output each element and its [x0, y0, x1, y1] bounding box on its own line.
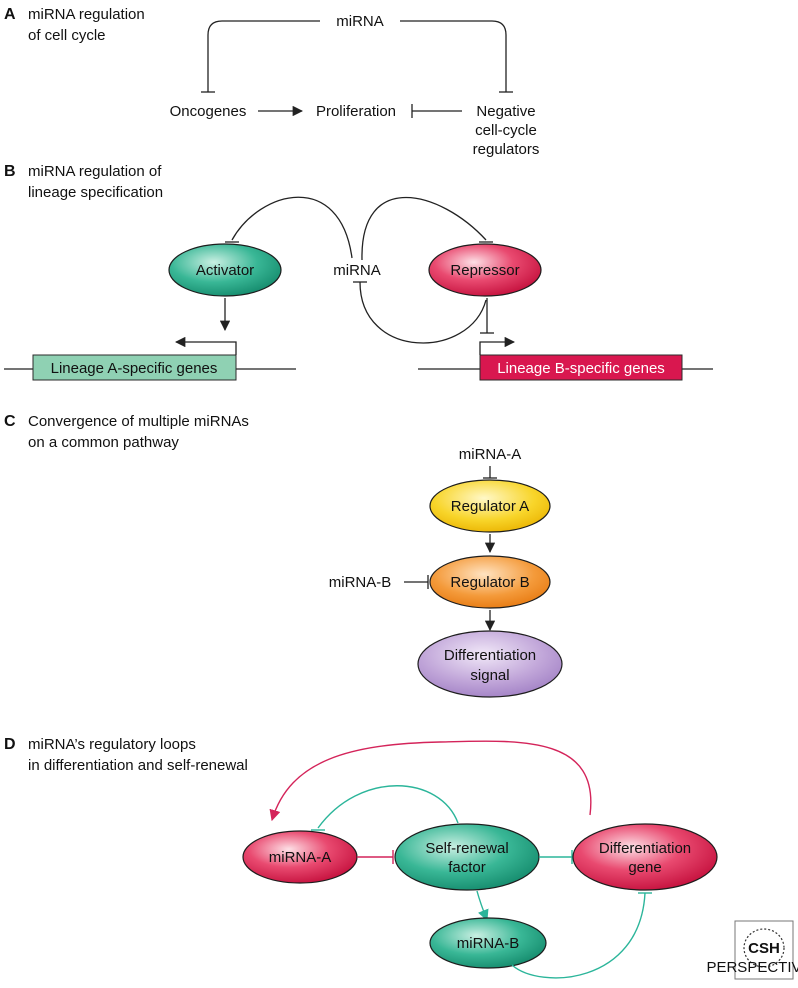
panel-c-title-line2: on a common pathway: [28, 434, 179, 451]
panel-a: A miRNA regulation of cell cycle miRNA O…: [4, 6, 539, 158]
panel-d-mirna-b-label: miRNA-B: [457, 935, 520, 952]
panel-d-title-line1: miRNA’s regulatory loops: [28, 736, 196, 753]
panel-d-mirna-b-to-differentiation-inhibition: [511, 892, 646, 979]
panel-c-differentiation-line1: Differentiation: [444, 647, 536, 664]
panel-b-gene-b-label: Lineage B-specific genes: [497, 360, 665, 377]
panel-d-self-renewal-line1: Self-renewal: [425, 840, 508, 857]
panel-b-gene-a-label: Lineage A-specific genes: [51, 360, 218, 377]
panel-d-self-renewal-node: [394, 823, 540, 891]
panel-c-regulator-a-label: Regulator A: [451, 498, 529, 515]
panel-b-activator-label: Activator: [196, 262, 254, 279]
panel-b-mirna-label: miRNA: [333, 262, 381, 279]
panel-c-differentiation-line2: signal: [470, 667, 509, 684]
panel-b-mirna-to-repressor-inhibition: [361, 196, 487, 261]
panel-c-regulator-b-label: Regulator B: [450, 574, 529, 591]
logo-sub-text: PERSPECTIVES: [706, 959, 798, 976]
logo-main-text: CSH: [748, 940, 780, 957]
panel-a-proliferation: Proliferation: [316, 103, 396, 120]
panel-b-repressor-node: [428, 243, 542, 297]
panel-b-gene-b-box: [479, 354, 683, 381]
panel-a-negative-line2: cell-cycle: [475, 122, 537, 139]
panel-a-negative-line3: regulators: [473, 141, 540, 158]
panel-d-title-line2: in differentiation and self-renewal: [28, 757, 248, 774]
panel-c: C Convergence of multiple miRNAs on a co…: [4, 413, 563, 698]
panel-d-differentiation-line1: Differentiation: [599, 840, 691, 857]
panel-c-title-line1: Convergence of multiple miRNAs: [28, 413, 249, 430]
panel-b-letter: B: [4, 163, 16, 180]
panel-c-letter: C: [4, 413, 16, 430]
panel-b-repressor-label: Repressor: [450, 262, 519, 279]
panel-b-gene-a-tss-arrow: [174, 336, 237, 355]
panel-a-mirna-label: miRNA: [336, 13, 384, 30]
panel-a-letter: A: [4, 6, 16, 23]
logo-frame: [734, 920, 794, 980]
panel-b: B miRNA regulation of lineage specificat…: [4, 163, 713, 381]
panel-d-self-renewal-line2: factor: [448, 859, 486, 876]
panel-b-mirna-to-activator-inhibition: [231, 196, 353, 259]
panel-b-activator-node: [168, 243, 282, 297]
panel-d-mirna-a-label: miRNA-A: [269, 849, 332, 866]
csh-perspectives-logo: CSH PERSPECTIVES: [706, 920, 798, 980]
panel-b-title-line1: miRNA regulation of: [28, 163, 162, 180]
panel-a-negative-line1: Negative: [476, 103, 535, 120]
panel-d-differentiation-to-mirna-a-activation: [269, 740, 592, 822]
panel-c-regulator-a-node: [429, 479, 551, 533]
panel-d: D miRNA’s regulatory loops in differenti…: [4, 736, 718, 979]
panel-d-letter: D: [4, 736, 16, 753]
panel-d-self-renewal-to-mirna-a-inhibition: [317, 785, 459, 829]
panel-d-differentiation-line2: gene: [628, 859, 661, 876]
panel-c-mirna-a-label: miRNA-A: [459, 446, 522, 463]
panel-d-differentiation-gene-node: [572, 823, 718, 891]
panel-b-title-line2: lineage specification: [28, 184, 163, 201]
logo-helix-ring: [743, 928, 785, 968]
panel-c-regulator-b-node: [429, 555, 551, 609]
panel-d-self-renewal-to-mirna-b-activation: [476, 890, 489, 922]
panel-a-mirna-to-oncogenes-inhibition: [207, 20, 320, 92]
panel-b-repressor-to-mirna-inhibition: [359, 281, 487, 344]
panel-a-title-line2: of cell cycle: [28, 27, 106, 44]
panel-c-differentiation-signal-node: [417, 630, 563, 698]
panel-a-title-line1: miRNA regulation: [28, 6, 145, 23]
panel-a-oncogenes: Oncogenes: [170, 103, 247, 120]
panel-b-gene-b-tss-arrow: [479, 336, 516, 355]
panel-a-mirna-to-negative-regulators-inhibition: [400, 20, 507, 92]
panel-d-mirna-b-node: [429, 917, 547, 969]
panel-b-gene-a-box: [32, 354, 237, 381]
panel-c-mirna-b-label: miRNA-B: [329, 574, 392, 591]
